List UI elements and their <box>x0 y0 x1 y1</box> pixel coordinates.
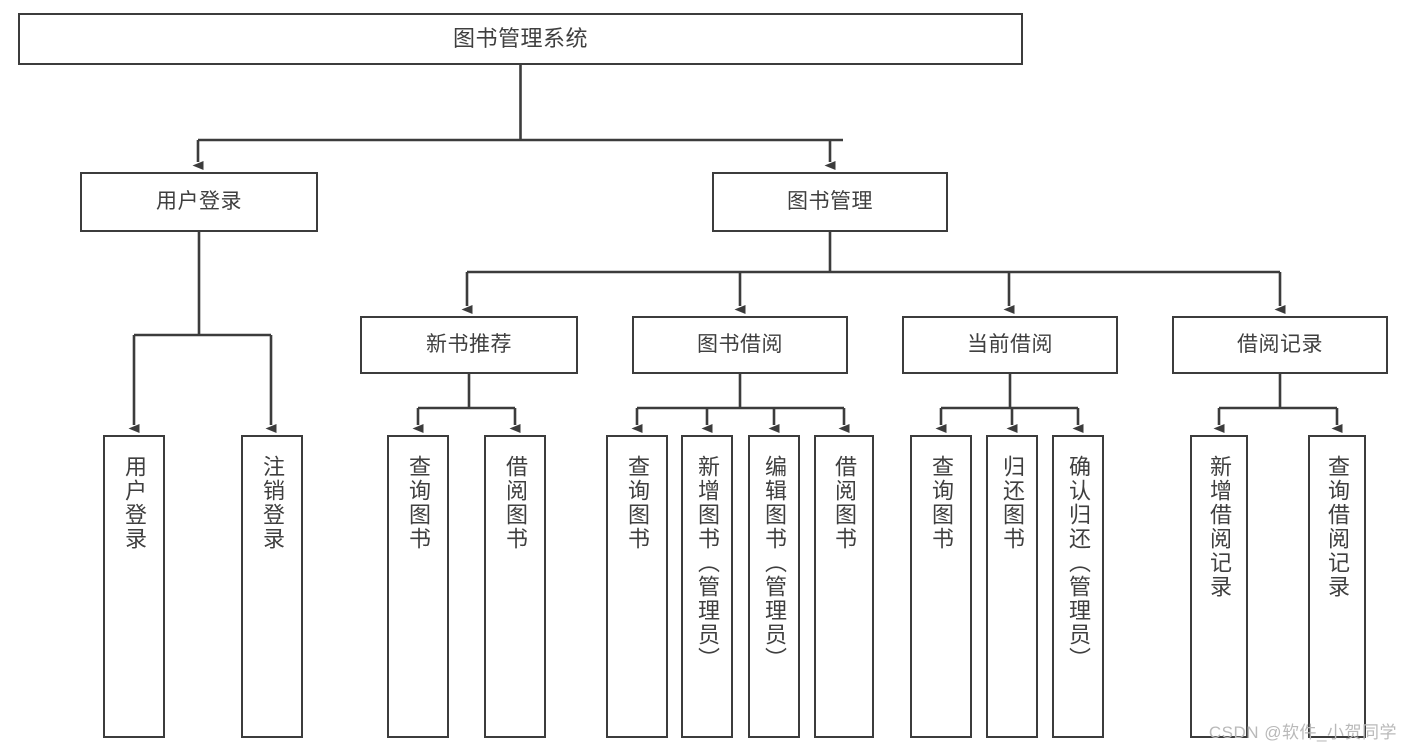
node-leaf-edit-book-admin[interactable]: 编辑图书（管理员） <box>748 435 800 738</box>
node-leaf-return-book[interactable]: 归还图书 <box>986 435 1038 738</box>
node-label: 用户登录 <box>122 455 147 551</box>
node-borrow-records[interactable]: 借阅记录 <box>1172 316 1388 374</box>
node-label: 查询图书 <box>625 455 650 551</box>
node-label: 查询图书 <box>406 455 431 551</box>
node-label: 注销登录 <box>260 455 285 551</box>
node-label: 用户登录 <box>156 189 242 213</box>
node-label: 图书管理 <box>787 189 873 213</box>
node-label: 借阅记录 <box>1237 332 1323 356</box>
node-leaf-query-book-1[interactable]: 查询图书 <box>387 435 449 738</box>
node-label: 新增图书（管理员） <box>695 455 720 671</box>
node-label: 图书管理系统 <box>452 26 588 52</box>
node-book-management[interactable]: 图书管理 <box>712 172 948 232</box>
node-new-book-recommend[interactable]: 新书推荐 <box>360 316 578 374</box>
node-label: 查询借阅记录 <box>1325 455 1350 599</box>
node-leaf-confirm-return-admin[interactable]: 确认归还（管理员） <box>1052 435 1104 738</box>
node-label: 新书推荐 <box>426 332 512 356</box>
node-leaf-borrow-book-1[interactable]: 借阅图书 <box>484 435 546 738</box>
node-label: 借阅图书 <box>832 455 857 551</box>
node-leaf-borrow-book-2[interactable]: 借阅图书 <box>814 435 874 738</box>
node-label: 归还图书 <box>1000 455 1025 551</box>
node-label: 新增借阅记录 <box>1207 455 1232 599</box>
node-label: 当前借阅 <box>967 332 1053 356</box>
node-leaf-user-login[interactable]: 用户登录 <box>103 435 165 738</box>
node-label: 图书借阅 <box>697 332 783 356</box>
node-root-system[interactable]: 图书管理系统 <box>18 13 1023 65</box>
node-leaf-query-book-2[interactable]: 查询图书 <box>606 435 668 738</box>
node-current-borrow[interactable]: 当前借阅 <box>902 316 1118 374</box>
node-leaf-add-book-admin[interactable]: 新增图书（管理员） <box>681 435 733 738</box>
node-label: 确认归还（管理员） <box>1066 455 1091 671</box>
node-leaf-query-borrow-record[interactable]: 查询借阅记录 <box>1308 435 1366 738</box>
node-label: 查询图书 <box>929 455 954 551</box>
node-leaf-query-book-3[interactable]: 查询图书 <box>910 435 972 738</box>
node-label: 借阅图书 <box>503 455 528 551</box>
node-leaf-logout[interactable]: 注销登录 <box>241 435 303 738</box>
node-leaf-add-borrow-record[interactable]: 新增借阅记录 <box>1190 435 1248 738</box>
node-book-borrow[interactable]: 图书借阅 <box>632 316 848 374</box>
node-label: 编辑图书（管理员） <box>762 455 787 671</box>
node-user-login[interactable]: 用户登录 <box>80 172 318 232</box>
